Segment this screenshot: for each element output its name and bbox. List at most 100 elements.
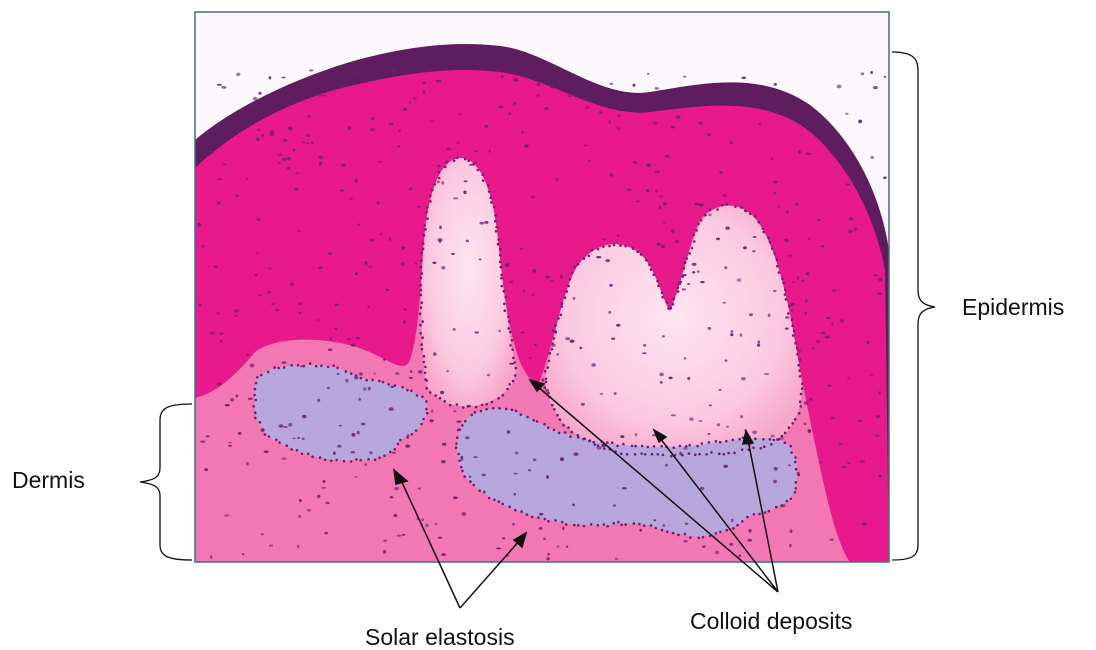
boundary-dot — [420, 423, 423, 426]
nucleus-dot — [573, 452, 578, 456]
boundary-dot — [555, 331, 558, 334]
nucleus-dot — [617, 127, 620, 130]
boundary-dot — [493, 499, 496, 502]
nucleus-dot — [361, 423, 365, 426]
boundary-dot — [480, 410, 483, 413]
epidermis-label: Epidermis — [962, 296, 1064, 319]
nucleus-dot — [847, 462, 851, 464]
nucleus-dot — [403, 308, 406, 310]
nucleus-dot — [581, 403, 585, 406]
nucleus-dot — [752, 250, 756, 252]
nucleus-dot — [306, 142, 309, 144]
nucleus-dot — [324, 532, 328, 535]
boundary-dot — [422, 242, 425, 245]
nucleus-dot — [228, 445, 232, 447]
nucleus-dot — [545, 389, 549, 392]
boundary-dot — [547, 520, 550, 523]
nucleus-dot — [498, 106, 503, 109]
nucleus-dot — [790, 303, 795, 306]
boundary-dot — [503, 303, 506, 306]
boundary-dot — [716, 208, 719, 211]
nucleus-dot — [318, 266, 323, 269]
boundary-dot — [463, 475, 466, 478]
nucleus-dot — [611, 337, 615, 340]
nucleus-dot — [418, 488, 421, 490]
nucleus-dot — [236, 394, 239, 397]
nucleus-dot — [345, 379, 348, 383]
boundary-dot — [420, 284, 423, 287]
nucleus-dot — [432, 262, 436, 264]
nucleus-dot — [665, 155, 669, 158]
nucleus-dot — [570, 340, 575, 343]
nucleus-dot — [633, 84, 636, 87]
nucleus-dot — [255, 252, 259, 254]
nucleus-dot — [236, 73, 241, 77]
boundary-dot — [286, 444, 289, 447]
boundary-dot — [472, 163, 475, 166]
nucleus-dot — [357, 431, 360, 435]
boundary-dot — [553, 408, 556, 411]
boundary-dot — [499, 248, 502, 251]
boundary-dot — [792, 334, 795, 337]
nucleus-dot — [528, 469, 531, 471]
nucleus-dot — [671, 126, 675, 129]
boundary-dot — [781, 435, 784, 438]
nucleus-dot — [302, 438, 305, 440]
nucleus-dot — [662, 524, 665, 527]
boundary-dot — [421, 396, 424, 399]
nucleus-dot — [437, 165, 440, 168]
boundary-dot — [790, 445, 793, 448]
nucleus-dot — [355, 476, 358, 478]
nucleus-dot — [860, 460, 865, 462]
boundary-dot — [554, 519, 557, 522]
boundary-dot — [327, 366, 330, 369]
boundary-dot — [426, 379, 429, 382]
boundary-dot — [616, 445, 619, 448]
nucleus-dot — [269, 267, 272, 270]
boundary-dot — [350, 372, 353, 375]
boundary-dot — [424, 372, 427, 375]
nucleus-dot — [661, 245, 665, 248]
nucleus-dot — [229, 442, 232, 444]
boundary-dot — [508, 506, 511, 509]
nucleus-dot — [830, 151, 833, 154]
boundary-dot — [457, 453, 460, 456]
nucleus-dot — [442, 443, 447, 446]
boundary-dot — [710, 451, 713, 454]
boundary-dot — [374, 458, 377, 461]
boundary-dot — [485, 408, 488, 411]
nucleus-dot — [844, 143, 847, 145]
boundary-dot — [666, 301, 669, 304]
nucleus-dot — [512, 523, 515, 526]
boundary-dot — [526, 416, 529, 419]
nucleus-dot — [403, 108, 407, 111]
nucleus-dot — [578, 81, 581, 84]
nucleus-dot — [758, 340, 761, 343]
boundary-dot — [613, 244, 616, 247]
boundary-dot — [493, 206, 496, 209]
nucleus-dot — [295, 188, 299, 190]
boundary-dot — [740, 206, 743, 209]
boundary-dot — [461, 424, 464, 427]
boundary-dot — [732, 439, 735, 442]
nucleus-dot — [805, 299, 808, 302]
nucleus-dot — [278, 162, 281, 164]
nucleus-dot — [224, 130, 228, 133]
nucleus-dot — [502, 537, 505, 540]
nucleus-dot — [216, 312, 220, 315]
boundary-dot — [439, 397, 442, 400]
nucleus-dot — [773, 181, 777, 184]
boundary-dot — [650, 268, 653, 271]
boundary-dot — [776, 438, 779, 441]
boundary-dot — [426, 412, 429, 415]
nucleus-dot — [418, 370, 423, 373]
nucleus-dot — [543, 538, 546, 540]
nucleus-dot — [716, 238, 720, 241]
nucleus-dot — [749, 313, 753, 316]
nucleus-dot — [774, 83, 777, 86]
boundary-dot — [324, 459, 327, 462]
boundary-dot — [548, 360, 551, 363]
boundary-dot — [704, 214, 707, 217]
boundary-dot — [661, 292, 664, 295]
nucleus-dot — [425, 524, 428, 528]
